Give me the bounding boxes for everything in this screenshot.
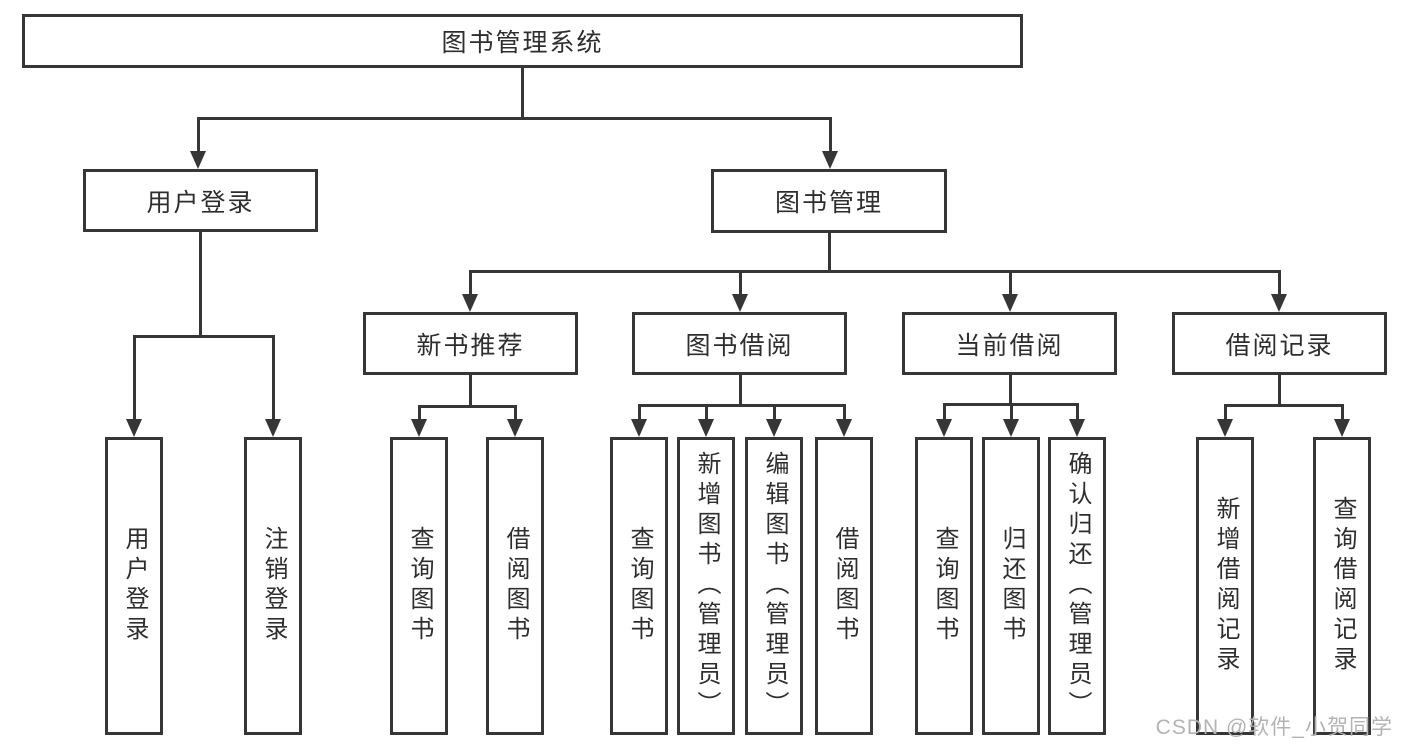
arrowhead-down-icon xyxy=(190,151,206,169)
connector-line xyxy=(1009,270,1012,296)
node-add-borrow-record: 新增借阅记录 xyxy=(1196,437,1254,735)
node-query-books-current: 查询图书 xyxy=(915,437,973,735)
connector-line xyxy=(739,270,742,296)
connector-line xyxy=(514,405,517,421)
node-borrow-books-recommend: 借阅图书 xyxy=(486,437,544,735)
node-label: 确认归还（管理员） xyxy=(1064,451,1091,721)
arrowhead-down-icon xyxy=(732,294,748,312)
connector-line xyxy=(418,405,421,421)
arrowhead-down-icon xyxy=(698,419,714,437)
node-current-borrowing: 当前借阅 xyxy=(902,312,1117,375)
connector-line xyxy=(943,403,946,421)
connector-line xyxy=(133,335,136,419)
arrowhead-down-icon xyxy=(265,419,281,437)
arrowhead-down-icon xyxy=(411,419,427,437)
arrowhead-down-icon xyxy=(766,419,782,437)
connector-line xyxy=(1009,375,1012,406)
node-return-book: 归还图书 xyxy=(982,437,1040,735)
connector-line xyxy=(705,404,708,421)
node-library-management-system: 图书管理系统 xyxy=(22,14,1023,68)
arrowhead-down-icon xyxy=(1069,419,1085,437)
arrowhead-down-icon xyxy=(1002,294,1018,312)
connector-line xyxy=(1278,270,1281,296)
node-label: 查询借阅记录 xyxy=(1329,496,1356,676)
connector-line xyxy=(829,117,832,152)
connector-line xyxy=(1224,404,1227,421)
connector-line xyxy=(469,375,472,408)
connector-line xyxy=(521,68,524,119)
connector-line xyxy=(828,233,831,273)
connector-line xyxy=(1010,403,1013,421)
connector-line xyxy=(843,404,846,421)
node-user-login: 用户登录 xyxy=(83,169,318,232)
csdn-watermark: CSDN @软件_小贺同学 xyxy=(1155,716,1393,739)
arrowhead-down-icon xyxy=(126,419,142,437)
connector-line xyxy=(418,405,517,408)
connector-line xyxy=(272,335,275,419)
connector-line xyxy=(469,270,1281,273)
node-label: 新增借阅记录 xyxy=(1212,496,1239,676)
node-confirm-return-admin: 确认归还（管理员） xyxy=(1048,437,1106,735)
arrowhead-down-icon xyxy=(507,419,523,437)
connector-line xyxy=(197,117,832,120)
connector-line xyxy=(638,404,846,407)
node-label: 借阅图书 xyxy=(502,526,529,646)
node-query-books-recommend: 查询图书 xyxy=(390,437,448,735)
connector-line xyxy=(773,404,776,421)
node-label: 编辑图书（管理员） xyxy=(761,451,788,721)
node-borrowing-records: 借阅记录 xyxy=(1172,312,1387,375)
node-query-books-borrow: 查询图书 xyxy=(610,437,668,735)
connector-line xyxy=(199,231,202,338)
node-edit-book-admin: 编辑图书（管理员） xyxy=(745,437,803,735)
connector-line xyxy=(1076,403,1079,421)
node-add-book-admin: 新增图书（管理员） xyxy=(677,437,735,735)
connector-line xyxy=(1224,404,1344,407)
arrowhead-down-icon xyxy=(1334,419,1350,437)
node-label: 注销登录 xyxy=(260,526,287,646)
node-new-book-recommendation: 新书推荐 xyxy=(363,312,578,375)
arrowhead-down-icon xyxy=(836,419,852,437)
connector-line xyxy=(197,117,200,152)
arrowhead-down-icon xyxy=(462,294,478,312)
node-label: 查询图书 xyxy=(406,526,433,646)
arrowhead-down-icon xyxy=(822,151,838,169)
connector-line xyxy=(133,335,275,338)
arrowhead-down-icon xyxy=(631,419,647,437)
node-logout-leaf: 注销登录 xyxy=(244,437,302,735)
connector-line xyxy=(469,270,472,296)
connector-line xyxy=(739,375,742,406)
node-label: 新增图书（管理员） xyxy=(693,451,720,721)
node-label: 查询图书 xyxy=(626,526,653,646)
node-label: 归还图书 xyxy=(998,526,1025,646)
node-label: 用户登录 xyxy=(121,526,148,646)
node-borrow-books-leaf: 借阅图书 xyxy=(815,437,873,735)
node-user-login-leaf: 用户登录 xyxy=(105,437,163,735)
node-book-borrowing: 图书借阅 xyxy=(632,312,847,375)
node-query-borrow-record: 查询借阅记录 xyxy=(1313,437,1371,735)
connector-line xyxy=(1341,404,1344,421)
arrowhead-down-icon xyxy=(1003,419,1019,437)
connector-line xyxy=(638,404,641,421)
arrowhead-down-icon xyxy=(1271,294,1287,312)
arrowhead-down-icon xyxy=(1217,419,1233,437)
node-book-management: 图书管理 xyxy=(711,169,947,233)
node-label: 查询图书 xyxy=(931,526,958,646)
connector-line xyxy=(1278,375,1281,407)
arrowhead-down-icon xyxy=(936,419,952,437)
node-label: 借阅图书 xyxy=(831,526,858,646)
